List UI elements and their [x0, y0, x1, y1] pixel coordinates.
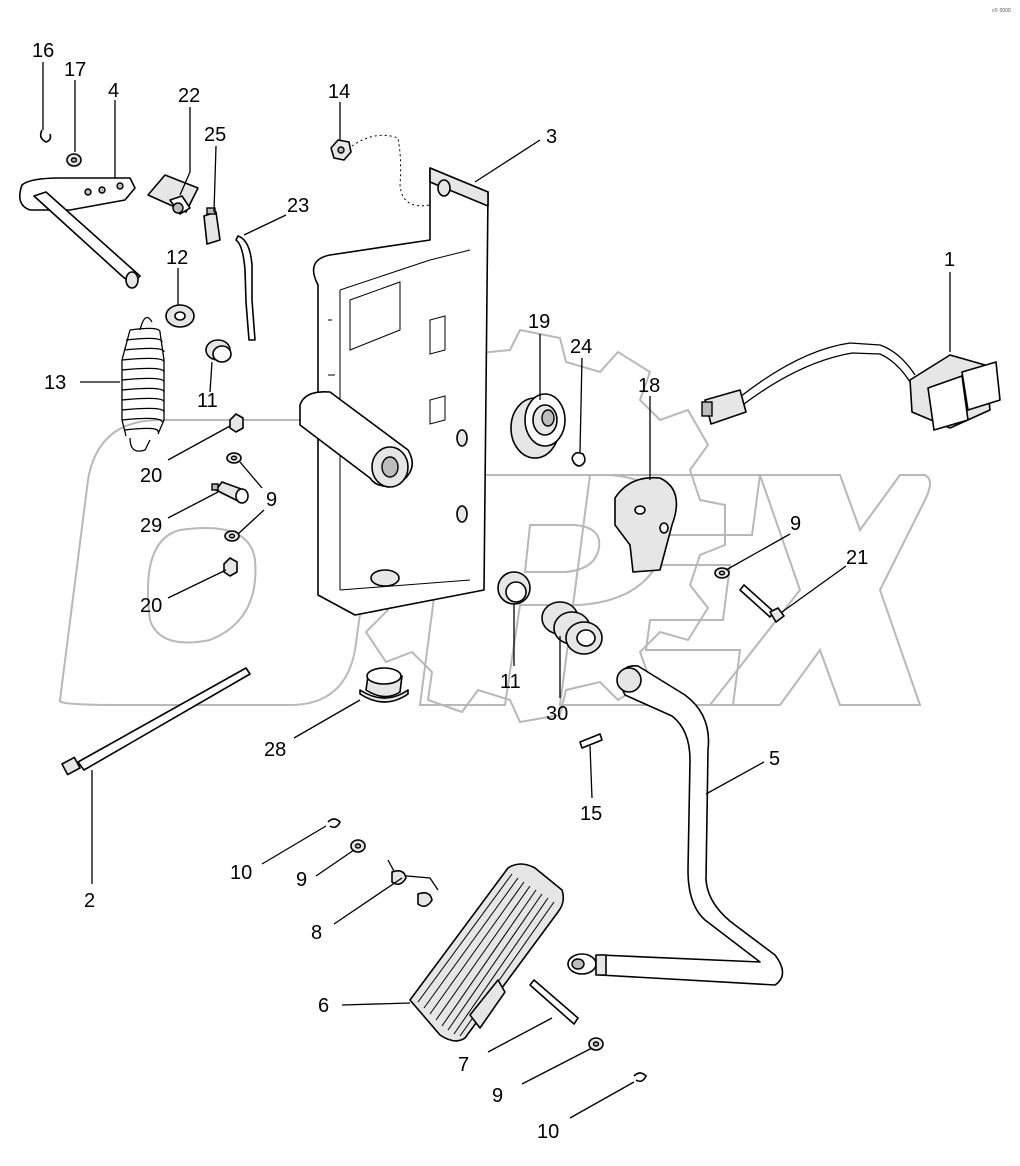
callout-28: 28	[264, 739, 286, 761]
callout-6: 6	[318, 995, 329, 1017]
callout-labels: 16 17 4 22 25 14 3 23 12 13 11 20 9 29 9…	[32, 40, 955, 1143]
lever-arm-part-4	[19, 177, 141, 289]
callout-16: 16	[32, 40, 54, 62]
spring-part-13	[121, 316, 165, 452]
callout-3: 3	[546, 126, 557, 148]
callout-20a: 20	[140, 465, 162, 487]
callout-23: 23	[287, 195, 309, 217]
callout-1: 1	[944, 249, 955, 271]
corner-mark: c© 0000	[992, 7, 1011, 14]
callout-12: 12	[166, 247, 188, 269]
callout-9d: 9	[296, 869, 307, 891]
callout-11a: 11	[197, 390, 218, 412]
callout-11b: 11	[500, 671, 521, 693]
callout-19: 19	[528, 311, 550, 333]
nut-part-20a	[229, 413, 244, 433]
callout-21: 21	[846, 547, 868, 569]
callout-10b: 10	[537, 1121, 559, 1143]
callout-9e: 9	[492, 1085, 503, 1107]
callout-15: 15	[580, 803, 602, 825]
callout-2: 2	[84, 890, 95, 912]
callout-17: 17	[64, 59, 86, 81]
washer-part-9b	[224, 530, 240, 542]
callout-14: 14	[328, 81, 350, 103]
callout-13: 13	[44, 372, 66, 394]
snap-ring-part-24	[571, 451, 586, 467]
callout-5: 5	[769, 748, 780, 770]
stud-part-29	[211, 481, 249, 504]
nut-part-14	[330, 134, 431, 207]
connector-part-25	[203, 207, 221, 245]
return-spring-part-8	[387, 859, 439, 908]
callout-22: 22	[178, 85, 200, 107]
main-bracket-part	[299, 167, 489, 616]
sensor-part-22	[147, 174, 199, 215]
bushing-part-11a	[205, 339, 232, 363]
washer-part-17	[66, 153, 82, 167]
rod-part-23	[235, 235, 256, 341]
washer-part-9e	[588, 1037, 604, 1051]
callout-9c: 9	[790, 513, 801, 535]
bearing-part-19	[510, 393, 566, 459]
callout-9a: 9	[266, 489, 277, 511]
callout-4: 4	[108, 80, 119, 102]
callout-10a: 10	[230, 862, 252, 884]
callout-18: 18	[638, 375, 660, 397]
pin-part-7	[529, 979, 579, 1025]
callout-30: 30	[546, 703, 568, 725]
bushing-part-11b	[497, 571, 531, 605]
pedal-pad-part-6	[409, 863, 565, 1042]
callout-24: 24	[570, 336, 592, 358]
pedal-arm-part-5	[567, 664, 784, 986]
grommet-part-28	[359, 667, 409, 703]
damper-part-30	[541, 601, 603, 655]
callout-7: 7	[458, 1054, 469, 1076]
clip-part-16	[39, 129, 52, 143]
washer-part-9d	[350, 839, 366, 853]
clip-part-10b	[633, 1072, 647, 1083]
clip-part-10a	[327, 818, 341, 829]
nut-part-20b	[223, 557, 238, 577]
leader-lines	[42, 62, 951, 1119]
callout-20b: 20	[140, 595, 162, 617]
cam-bracket-part-18	[614, 476, 678, 573]
callout-25: 25	[204, 124, 226, 146]
bolt-part-21	[739, 584, 785, 623]
callout-8: 8	[311, 922, 322, 944]
washer-part-12	[165, 304, 195, 328]
callout-29: 29	[140, 515, 162, 537]
pin-part-15	[579, 733, 603, 749]
washer-part-9a	[226, 452, 242, 464]
cable-tie-part-2	[61, 667, 251, 776]
wire-harness-part-1	[701, 342, 1001, 431]
washer-part-9c	[714, 567, 730, 579]
